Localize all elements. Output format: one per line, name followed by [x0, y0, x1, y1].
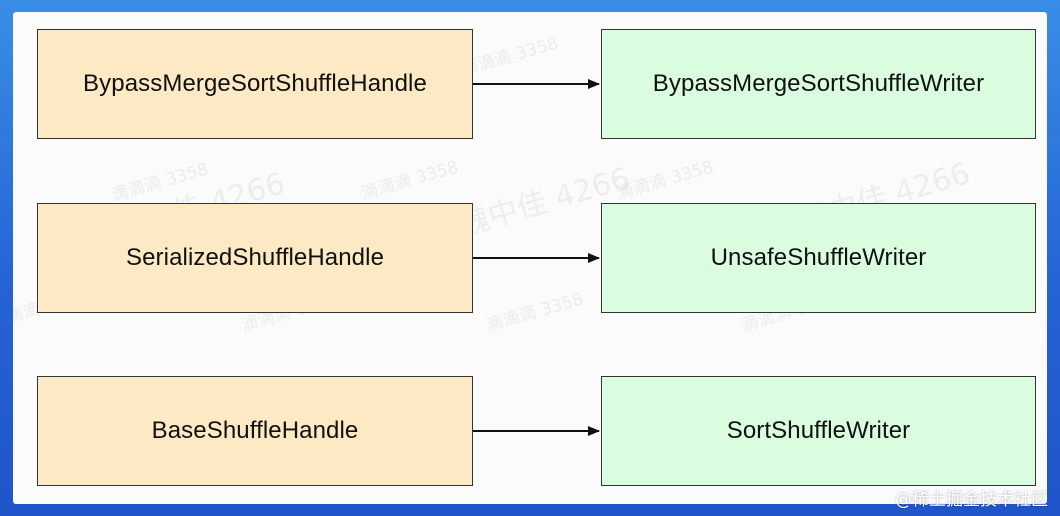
- handle-label: BypassMergeSortShuffleHandle: [83, 70, 427, 97]
- arrows-layer: [473, 79, 600, 436]
- writer-label: BypassMergeSortShuffleWriter: [652, 70, 985, 97]
- handle-box-base: BaseShuffleHandle: [37, 376, 473, 486]
- site-watermark: @稀土掘金技术社区: [895, 490, 1048, 510]
- diagram-canvas: 滴滴滴 3358 滴滴滴 3358 滴滴滴 3358 滴滴滴 3358 滴滴滴 …: [13, 12, 1047, 504]
- writer-box-unsafe: UnsafeShuffleWriter: [601, 203, 1036, 313]
- handle-label: BaseShuffleHandle: [151, 417, 359, 444]
- writer-box-sort: SortShuffleWriter: [601, 376, 1036, 486]
- writer-box-bypass-merge-sort: BypassMergeSortShuffleWriter: [601, 29, 1036, 139]
- handle-box-bypass-merge-sort: BypassMergeSortShuffleHandle: [37, 29, 473, 139]
- handle-box-serialized: SerializedShuffleHandle: [37, 203, 473, 313]
- writer-label: UnsafeShuffleWriter: [710, 244, 927, 271]
- handle-label: SerializedShuffleHandle: [125, 244, 385, 271]
- writer-label: SortShuffleWriter: [726, 417, 911, 444]
